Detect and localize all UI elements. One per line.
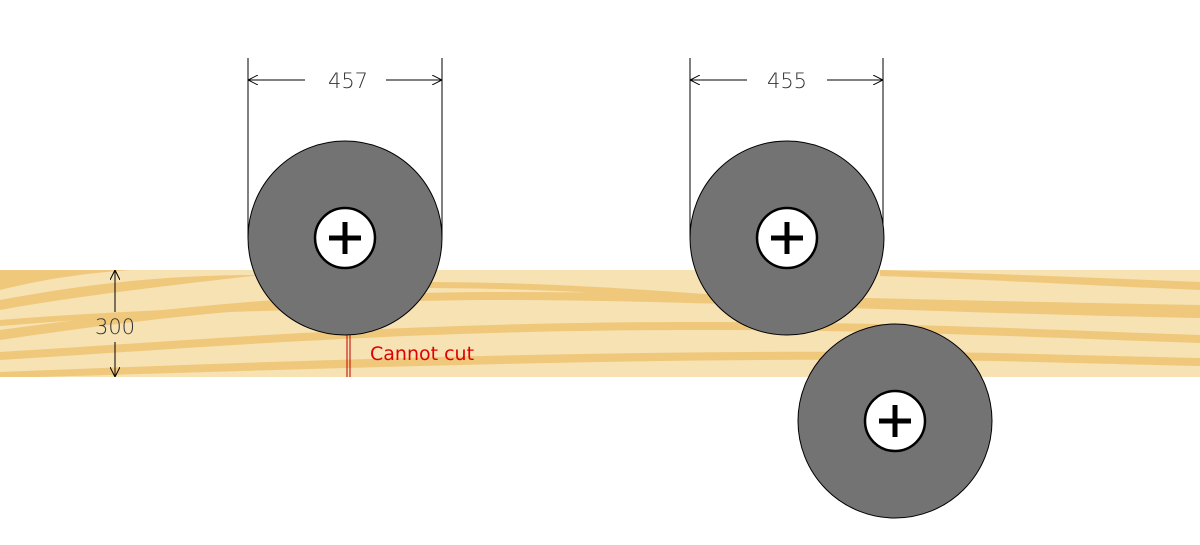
arbor-plus-icon	[755, 206, 819, 270]
saw-blade-left: 457	[247, 58, 443, 336]
saw-blade-right: 455	[689, 58, 885, 336]
blade-right-diameter-label: 455	[767, 69, 807, 93]
cut-line	[346, 335, 351, 377]
wood-board	[0, 270, 1200, 377]
saw-blade-lower	[797, 323, 993, 519]
arbor-plus-icon	[313, 206, 377, 270]
thickness-label: 300	[95, 315, 135, 339]
arbor-plus-icon	[863, 389, 927, 453]
blade-left-diameter-label: 457	[328, 69, 368, 93]
cannot-cut-label: Cannot cut	[370, 343, 474, 365]
thickness-dimension: 300	[95, 270, 135, 377]
